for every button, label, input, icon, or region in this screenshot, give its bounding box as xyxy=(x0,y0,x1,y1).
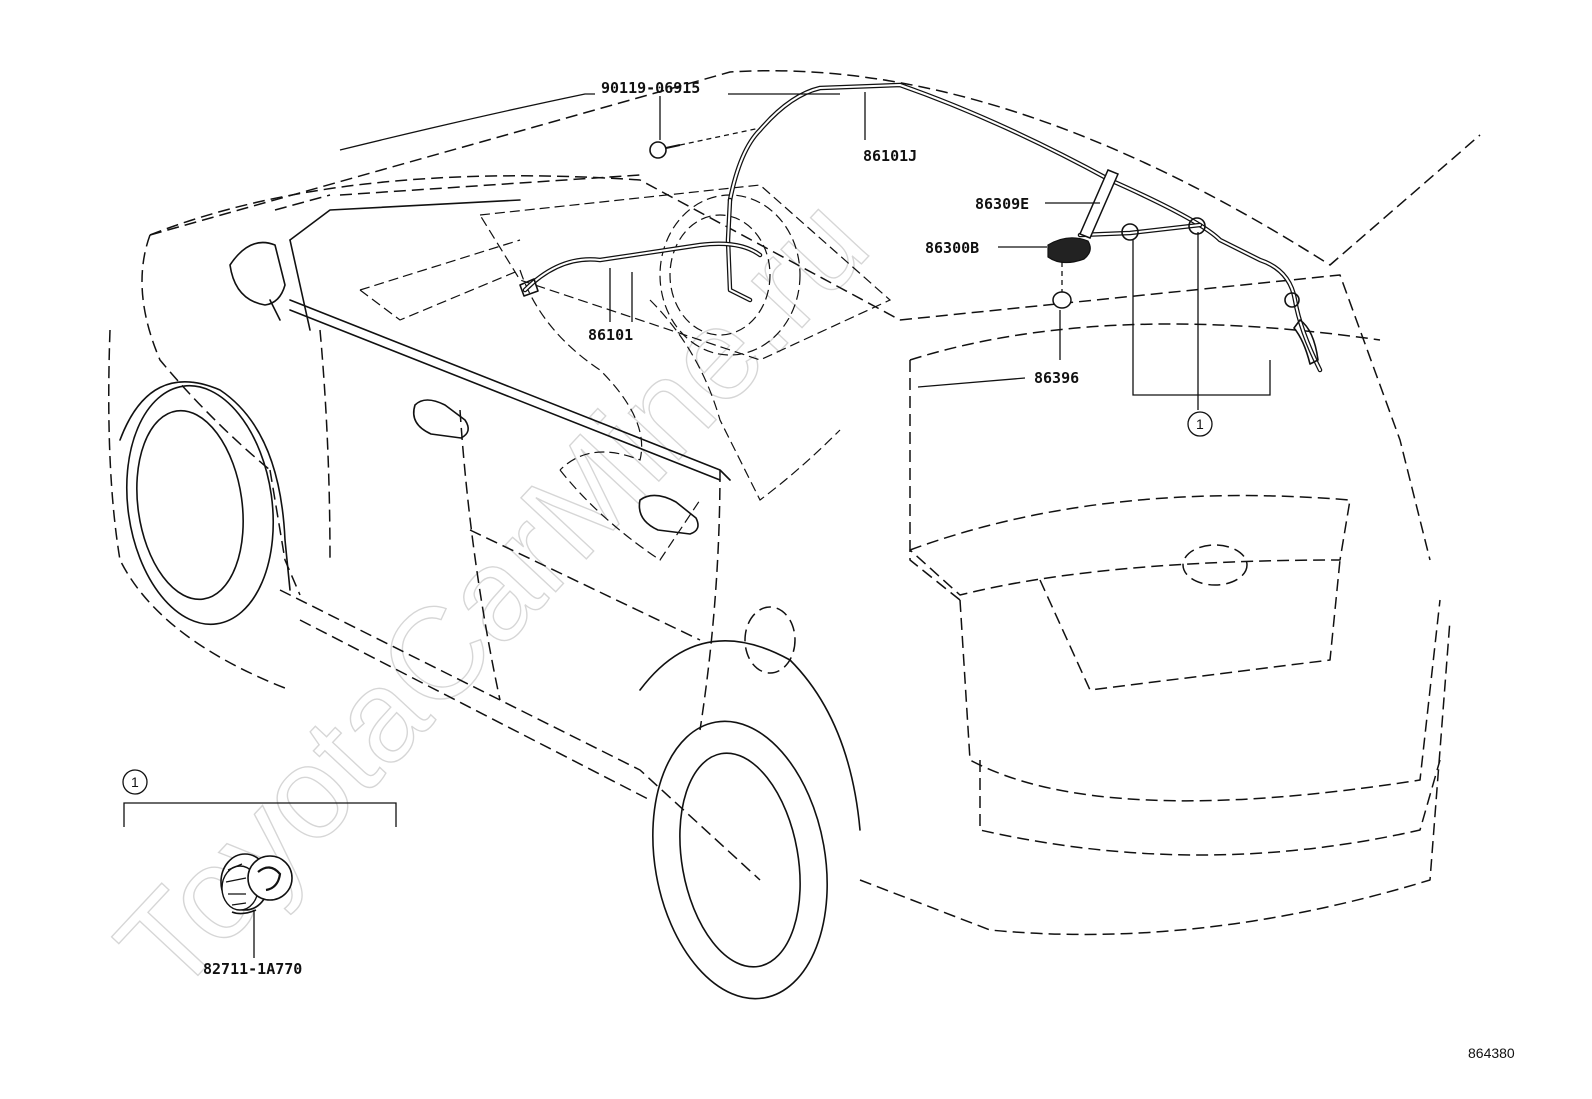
clamp-position-marker xyxy=(1284,292,1300,308)
clamp-position-marker xyxy=(1121,223,1139,241)
bolt-icon xyxy=(649,127,761,159)
callout-roof-cord: 86101J xyxy=(863,147,917,165)
vehicle-outline xyxy=(108,69,1481,1000)
antenna-pad-icon xyxy=(1052,291,1072,309)
callout-antenna-base: 86300B xyxy=(925,239,979,257)
group-marker-circle xyxy=(1187,411,1213,437)
detail-marker-number: 1 xyxy=(131,774,139,790)
connector-icon xyxy=(519,278,539,297)
callout-front-cord: 86101 xyxy=(588,326,633,344)
callout-bolt: 90119-06915 xyxy=(601,79,700,97)
detail-marker-circle xyxy=(122,769,148,795)
watermark-text: ToyotaCarMine.ru xyxy=(89,169,895,1019)
callout-clamp: 82711-1A770 xyxy=(203,960,302,978)
clamp-position-marker xyxy=(1188,217,1206,235)
rear-connector-icon xyxy=(1293,319,1319,365)
antenna-mast-icon xyxy=(1079,169,1119,239)
leader-lines xyxy=(123,92,1271,958)
clamp-icon xyxy=(220,853,293,915)
antenna-base-icon xyxy=(1047,237,1091,264)
callout-pad: 86396 xyxy=(1034,369,1079,387)
callout-antenna-mast: 86309E xyxy=(975,195,1029,213)
group-marker-number: 1 xyxy=(1196,416,1204,432)
figure-code: 864380 xyxy=(1468,1045,1515,1061)
antenna-cord-roof xyxy=(725,82,1323,373)
antenna-cord-front xyxy=(522,241,763,293)
